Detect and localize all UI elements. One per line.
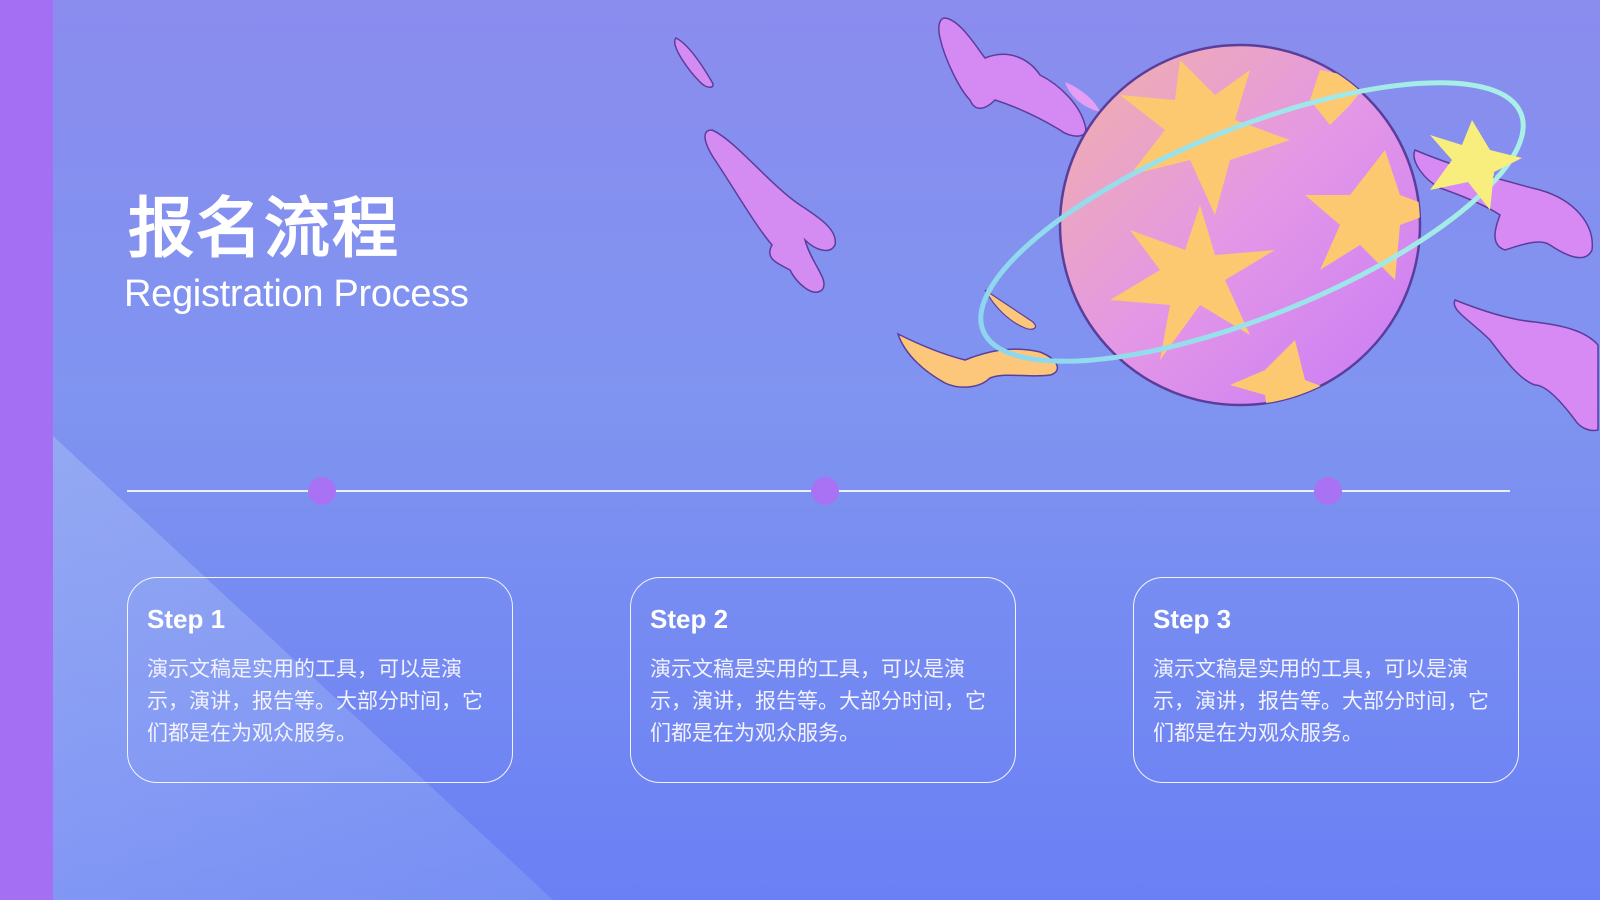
splash-shape [984,289,1037,330]
left-accent-bar [0,0,53,900]
star-icon [1110,205,1275,360]
step-card-3: Step 3 演示文稿是实用的工具，可以是演示，演讲，报告等。大部分时间，它们都… [1133,577,1519,783]
step-title: Step 1 [147,604,226,634]
splash-shape [896,332,1059,388]
splash-shape [938,17,1087,137]
step-card-1: Step 1 演示文稿是实用的工具，可以是演示，演讲，报告等。大部分时间，它们都… [127,577,513,783]
step-title: Step 3 [1153,604,1232,634]
step-description: 演示文稿是实用的工具，可以是演示，演讲，报告等。大部分时间，它们都是在为观众服务… [147,656,483,745]
splash-shape [1453,299,1599,432]
timeline-dot [308,477,336,505]
splash-shape [1065,82,1100,112]
splash-shape [674,37,714,88]
splash-shape [704,129,836,293]
step-description: 演示文稿是实用的工具，可以是演示，演讲，报告等。大部分时间，它们都是在为观众服务… [1153,656,1489,745]
page-subtitle: Registration Process [124,273,469,315]
page-title: 报名流程 [128,190,400,267]
timeline-dot [811,477,839,505]
star-icon [1230,340,1345,405]
step-card-2: Step 2 演示文稿是实用的工具，可以是演示，演讲，报告等。大部分时间，它们都… [630,577,1016,783]
star-icon [1305,150,1420,280]
timeline-dot [1314,477,1342,505]
step-title: Step 2 [650,604,729,634]
step-description: 演示文稿是实用的工具，可以是演示，演讲，报告等。大部分时间，它们都是在为观众服务… [650,656,986,745]
star-icon [1430,120,1522,210]
